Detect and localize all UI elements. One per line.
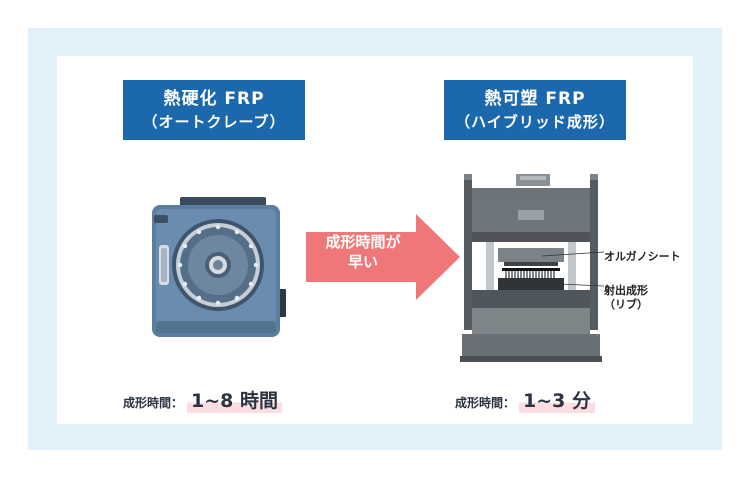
- annotation-organo-sheet: オルガノシート: [604, 250, 681, 263]
- annotation-injection-rib: 射出成形 （リブ）: [604, 284, 648, 312]
- thermoset-title: 熱硬化 FRP （オートクレーブ）: [123, 80, 305, 140]
- thermoset-time-label: 成形時間：: [123, 396, 184, 410]
- thermoplastic-title: 熱可塑 FRP （ハイブリッド成形）: [444, 80, 626, 140]
- hydraulic-press-icon: [460, 174, 604, 362]
- annotation-rib-line2: （リブ）: [604, 298, 648, 311]
- thermoset-time: 成形時間： 1~8 時間: [123, 386, 282, 413]
- thermoplastic-title-line2: （ハイブリッド成形）: [455, 113, 615, 131]
- arrow-label: 成形時間が 早い: [308, 232, 418, 272]
- thermoset-title-line1: 熱硬化 FRP: [163, 89, 265, 109]
- thermoplastic-title-line1: 熱可塑 FRP: [484, 89, 586, 109]
- arrow-label-line1: 成形時間が: [325, 233, 401, 251]
- thermoset-time-value: 1~8 時間: [187, 386, 282, 413]
- thermoplastic-time: 成形時間： 1~3 分: [455, 386, 595, 413]
- thermoplastic-time-value: 1~3 分: [519, 386, 595, 413]
- annotation-rib-line1: 射出成形: [604, 284, 648, 297]
- autoclave-icon: [152, 197, 286, 337]
- faster-arrow: [306, 214, 460, 300]
- thermoset-title-line2: （オートクレーブ）: [142, 113, 286, 131]
- thermoplastic-time-label: 成形時間：: [455, 396, 516, 410]
- arrow-label-line2: 早い: [347, 253, 378, 271]
